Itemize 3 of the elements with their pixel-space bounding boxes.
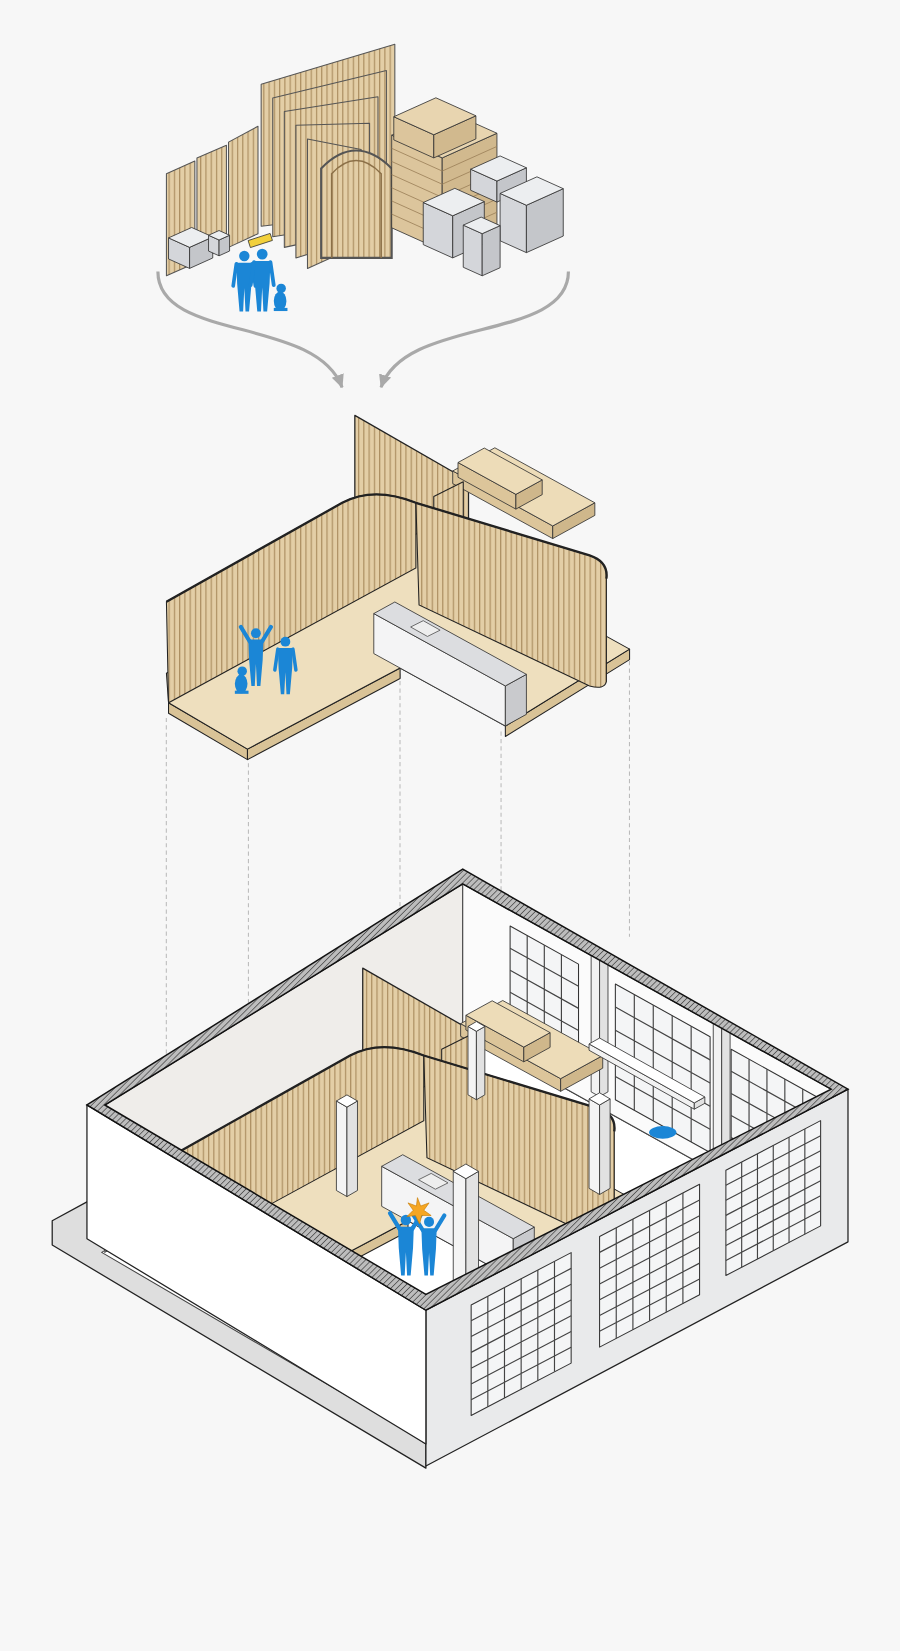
curved-arrow (379, 271, 570, 389)
curved-arrow (156, 271, 344, 389)
projection-line (628, 660, 630, 938)
